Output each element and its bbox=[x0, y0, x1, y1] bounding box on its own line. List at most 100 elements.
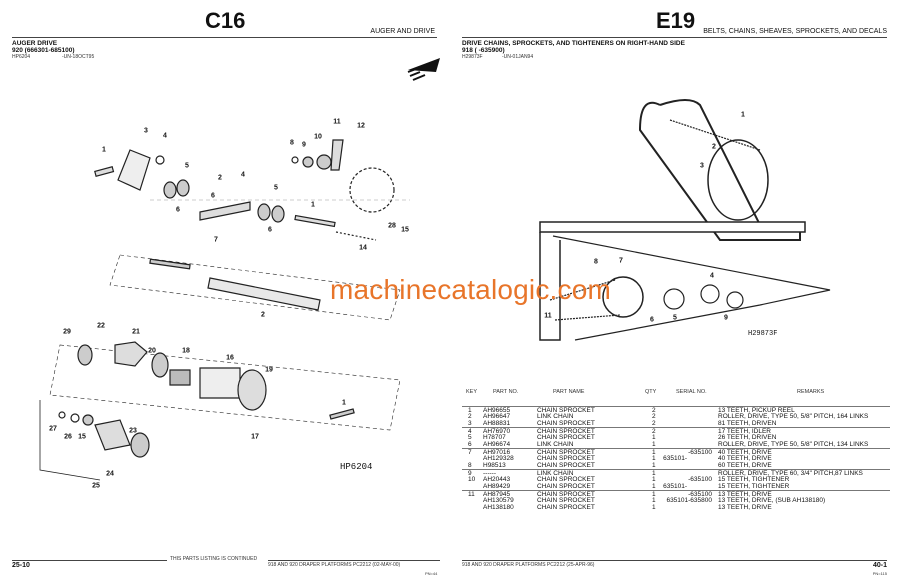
cell-part-name: CHAIN SPROCKET bbox=[537, 428, 595, 435]
right-footer-title: 918 AND 920 DRAPER PLATFORMS PC2212 (25-… bbox=[462, 562, 595, 568]
cell-remarks: 15 TEETH, TIGHTENER bbox=[718, 476, 790, 483]
cell-qty: 2 bbox=[652, 428, 656, 435]
callout-number: 7 bbox=[619, 257, 623, 265]
right-footer-page: 40-1 bbox=[872, 562, 887, 569]
callout-number: 4 bbox=[710, 272, 714, 280]
cell-part-no: AH138180 bbox=[483, 504, 514, 511]
right-footer-rule bbox=[462, 560, 887, 561]
cell-part-no: AH87945 bbox=[483, 491, 511, 498]
callout-number: 17 bbox=[251, 433, 259, 441]
cell-part-no: AH97016 bbox=[483, 449, 511, 456]
callout-number: 6 bbox=[211, 192, 215, 200]
cell-key: 9 bbox=[468, 470, 472, 477]
cell-key: 4 bbox=[468, 428, 472, 435]
cell-remarks: ROLLER, DRIVE, TYPE 60, 3/4" PITCH,87 LI… bbox=[718, 470, 863, 477]
callout-number: 5 bbox=[185, 162, 189, 170]
cell-part-name: CHAIN SPROCKET bbox=[537, 434, 595, 441]
cell-serial: 635101- bbox=[663, 455, 687, 462]
right-illus-date: -UN-01JAN94 bbox=[502, 54, 534, 60]
callout-number: 1 bbox=[102, 146, 106, 154]
cell-part-no: AH130579 bbox=[483, 497, 514, 504]
col-remarks: REMARKS bbox=[797, 389, 825, 395]
callout-number: 25 bbox=[92, 482, 100, 490]
col-part-name: PART NAME bbox=[553, 389, 585, 395]
cell-part-name: CHAIN SPROCKET bbox=[537, 476, 595, 483]
cell-qty: 1 bbox=[652, 483, 656, 490]
cell-part-name: LINK CHAIN bbox=[537, 470, 574, 477]
callout-number: 22 bbox=[97, 322, 105, 330]
cell-serial: 635101- bbox=[663, 483, 687, 490]
cell-remarks: 13 TEETH, DRIVE bbox=[718, 491, 772, 498]
callout-number: 6 bbox=[650, 316, 654, 324]
cell-remarks: ROLLER, DRIVE, TYPE 50, 5/8" PITCH, 164 … bbox=[718, 413, 869, 420]
callout-number: 20 bbox=[148, 347, 156, 355]
front-arrow-icon bbox=[407, 58, 440, 81]
cell-qty: 1 bbox=[652, 441, 656, 448]
cell-key: 10 bbox=[468, 476, 476, 483]
cell-key: 1 bbox=[468, 407, 472, 414]
callout-number: 14 bbox=[359, 244, 367, 252]
callout-number: 11 bbox=[333, 118, 341, 126]
cell-qty: 1 bbox=[652, 449, 656, 456]
cell-remarks: ROLLER, DRIVE, TYPE 50, 5/8" PITCH, 134 … bbox=[718, 441, 869, 448]
cell-part-name: CHAIN SPROCKET bbox=[537, 455, 595, 462]
cell-part-name: CHAIN SPROCKET bbox=[537, 420, 595, 427]
callout-number: 26 bbox=[64, 433, 72, 441]
cell-qty: 1 bbox=[652, 462, 656, 469]
cell-key: 11 bbox=[468, 491, 475, 498]
left-footer-continued: THIS PARTS LISTING IS CONTINUED bbox=[170, 556, 258, 562]
callout-number: 7 bbox=[214, 236, 218, 244]
callout-number: 2 bbox=[218, 174, 222, 182]
cell-remarks: 40 TEETH, DRIVE bbox=[718, 449, 772, 456]
col-qty: QTY bbox=[645, 389, 657, 395]
cell-part-name: LINK CHAIN bbox=[537, 441, 574, 448]
callout-number: 5 bbox=[673, 314, 677, 322]
right-title: DRIVE CHAINS, SPROCKETS, AND TIGHTENERS … bbox=[462, 40, 685, 47]
callout-number: 24 bbox=[106, 470, 114, 478]
right-header-rule bbox=[462, 37, 887, 38]
right-section-title: BELTS, CHAINS, SHEAVES, SPROCKETS, AND D… bbox=[703, 28, 887, 35]
watermark: machinecatalogic.com bbox=[330, 274, 612, 305]
cell-part-no: H78707 bbox=[483, 434, 506, 441]
cell-qty: 2 bbox=[652, 413, 656, 420]
callout-number: 12 bbox=[357, 122, 365, 130]
left-section-title: AUGER AND DRIVE bbox=[370, 28, 435, 35]
left-header-rule bbox=[12, 37, 437, 38]
callout-number: 19 bbox=[265, 366, 273, 374]
cell-part-no: ------ bbox=[483, 470, 496, 477]
callout-number: 9 bbox=[302, 141, 306, 149]
cell-part-no: AH96655 bbox=[483, 407, 511, 414]
cell-part-no: AH88831 bbox=[483, 420, 511, 427]
right-footer-sub: PN=115 bbox=[872, 571, 887, 576]
cell-remarks: 60 TEETH, DRIVE bbox=[718, 462, 772, 469]
callout-number: 3 bbox=[700, 162, 704, 170]
cell-key: 8 bbox=[468, 462, 472, 469]
cell-key: 6 bbox=[468, 441, 472, 448]
left-footer-rule-2 bbox=[268, 560, 440, 561]
cell-remarks: 13 TEETH, DRIVE bbox=[718, 504, 772, 511]
callout-number: 1 bbox=[342, 399, 346, 407]
callout-number: 21 bbox=[132, 328, 140, 336]
cell-remarks: 15 TEETH, TIGHTENER bbox=[718, 483, 790, 490]
callout-number: 11 bbox=[544, 312, 552, 320]
cell-key: 2 bbox=[468, 413, 472, 420]
cell-remarks: 81 TEETH, DRIVEN bbox=[718, 420, 777, 427]
cell-qty: 1 bbox=[652, 434, 656, 441]
cell-qty: 1 bbox=[652, 470, 656, 477]
cell-serial: -635100 bbox=[688, 476, 712, 483]
callout-number: 3 bbox=[144, 127, 148, 135]
left-footer-rule bbox=[12, 560, 167, 561]
cell-qty: 2 bbox=[652, 407, 656, 414]
callout-number: 29 bbox=[63, 328, 71, 336]
cell-qty: 1 bbox=[652, 455, 656, 462]
